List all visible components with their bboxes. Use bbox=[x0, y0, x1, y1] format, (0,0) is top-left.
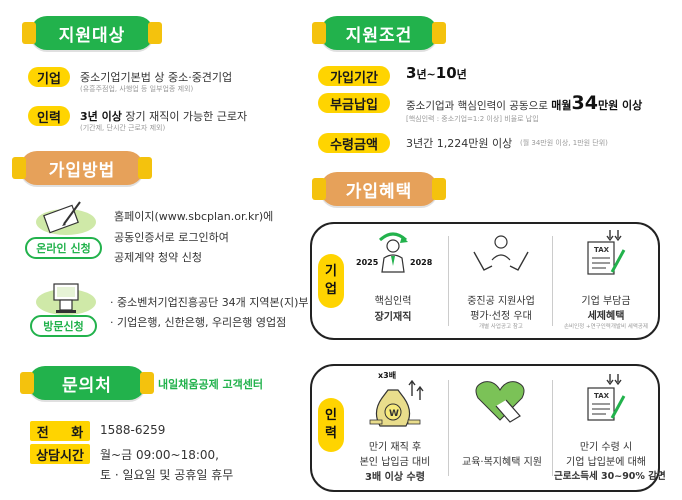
benefit-amount-sub: (월 34만원 이상, 1만원 단위) bbox=[520, 139, 608, 147]
p2-line1: 교육·복지혜택 지원 bbox=[462, 457, 542, 468]
section-title-target: 지원대상 bbox=[22, 16, 162, 50]
kiosk-icon bbox=[34, 278, 98, 316]
company-divider-2 bbox=[552, 236, 553, 326]
c3-line1: 기업 부담금 bbox=[581, 296, 631, 307]
person-text: 3년 이상 장기 재직이 가능한 근로자 bbox=[80, 110, 248, 123]
visit-line1: · 중소벤처기업진흥공단 34개 지역본(지)부 bbox=[110, 296, 309, 309]
c3-sub: 손비인정 +연구인력개발비 세액공제 bbox=[563, 324, 648, 330]
phone-number: 1588-6259 bbox=[100, 423, 166, 437]
c1-line2: 장기재직 bbox=[374, 312, 412, 323]
hours-label: 상담시간 bbox=[30, 444, 90, 464]
p3-line2: 기업 납입분에 대해 bbox=[566, 457, 646, 468]
company-text: 중소기업기본법 상 중소·중견기업 bbox=[80, 71, 233, 84]
person-divider-1 bbox=[448, 380, 449, 476]
payment-text: 중소기업과 핵심인력이 공동으로 매월34만원 이상 bbox=[406, 92, 643, 114]
year-to: 2028 bbox=[410, 258, 433, 267]
p1-line2: 본인 납입금 대비 bbox=[359, 457, 431, 468]
person-sub: (기간제, 단시간 근로자 제외) bbox=[80, 124, 166, 132]
p1-line1: 만기 재직 후 bbox=[368, 442, 422, 453]
x3-badge: x3배 bbox=[378, 371, 397, 380]
c2-line1: 중진공 지원사업 bbox=[467, 296, 535, 307]
period-label: 가입기간 bbox=[318, 66, 390, 86]
online-apply-label: 온라인 신청 bbox=[25, 237, 102, 259]
handshake-icon bbox=[468, 230, 534, 278]
company-label: 기업 bbox=[28, 67, 70, 87]
c2-sub: 개별 사업공고 참고 bbox=[479, 324, 523, 330]
svg-text:W: W bbox=[389, 409, 399, 419]
c2-line2: 평가·선정 우대 bbox=[470, 311, 532, 322]
c1-line1: 핵심인력 bbox=[374, 296, 412, 307]
online-line1: 홈페이지(www.sbcplan.or.kr)에 bbox=[114, 210, 274, 223]
money-bag-icon: W bbox=[364, 379, 430, 430]
method-title: 가입방법 bbox=[48, 160, 116, 181]
hours-line2: 토 · 일요일 및 공휴일 휴무 bbox=[100, 468, 234, 482]
tax-refund-icon: TAX bbox=[582, 372, 630, 424]
benefit-amount-text: 3년간 1,224만원 이상 bbox=[406, 137, 513, 150]
section-title-benefits: 가입혜택 bbox=[312, 172, 446, 206]
payment-label: 부금납입 bbox=[318, 93, 390, 113]
period-value: 3년~10년 bbox=[406, 64, 467, 82]
c3-line2: 세제혜택 bbox=[587, 311, 625, 322]
contact-center: 내일채움공제 고객센터 bbox=[158, 378, 264, 391]
phone-label: 전 화 bbox=[30, 421, 90, 441]
section-title-contact: 문의처 bbox=[20, 366, 154, 400]
p1-line3: 3배 이상 수령 bbox=[365, 472, 425, 483]
target-title: 지원대상 bbox=[58, 25, 126, 46]
contact-title: 문의처 bbox=[62, 375, 112, 396]
svg-text:TAX: TAX bbox=[594, 246, 610, 254]
online-line2: 공동인증서로 로그인하여 bbox=[114, 231, 229, 244]
online-line3: 공제계약 청약 신청 bbox=[114, 251, 202, 264]
company-benefits-label: 기 업 bbox=[318, 254, 344, 308]
payment-sub: [핵심인력 : 중소기업=1:2 이상] 비율로 납입 bbox=[406, 115, 539, 123]
section-title-method: 가입방법 bbox=[12, 151, 152, 185]
year-from: 2025 bbox=[356, 258, 379, 267]
person-label: 인력 bbox=[28, 106, 70, 126]
company-divider-1 bbox=[448, 236, 449, 326]
conditions-title: 지원조건 bbox=[345, 25, 413, 46]
person-divider-2 bbox=[552, 380, 553, 476]
svg-text:TAX: TAX bbox=[594, 392, 610, 400]
section-title-conditions: 지원조건 bbox=[312, 16, 446, 50]
benefits-title: 가입혜택 bbox=[345, 181, 413, 202]
p3-line3: 근로소득세 30~90% 감면 bbox=[554, 471, 666, 482]
tax-document-icon: TAX bbox=[582, 228, 630, 276]
visit-line2: · 기업은행, 신한은행, 우리은행 영업점 bbox=[110, 316, 287, 329]
visit-apply-label: 방문신청 bbox=[30, 315, 97, 337]
long-term-worker-icon bbox=[358, 228, 428, 274]
company-sub: (유흥주점업, 사행업 등 일부업종 제외) bbox=[80, 85, 194, 93]
heart-hand-icon bbox=[470, 376, 530, 428]
benefit-amount-label: 수령금액 bbox=[318, 133, 390, 153]
hours-line1: 월~금 09:00~18:00, bbox=[100, 448, 219, 462]
online-icon bbox=[34, 196, 98, 236]
p3-line1: 만기 수령 시 bbox=[579, 442, 633, 453]
person-benefits-label: 인 력 bbox=[318, 398, 344, 452]
